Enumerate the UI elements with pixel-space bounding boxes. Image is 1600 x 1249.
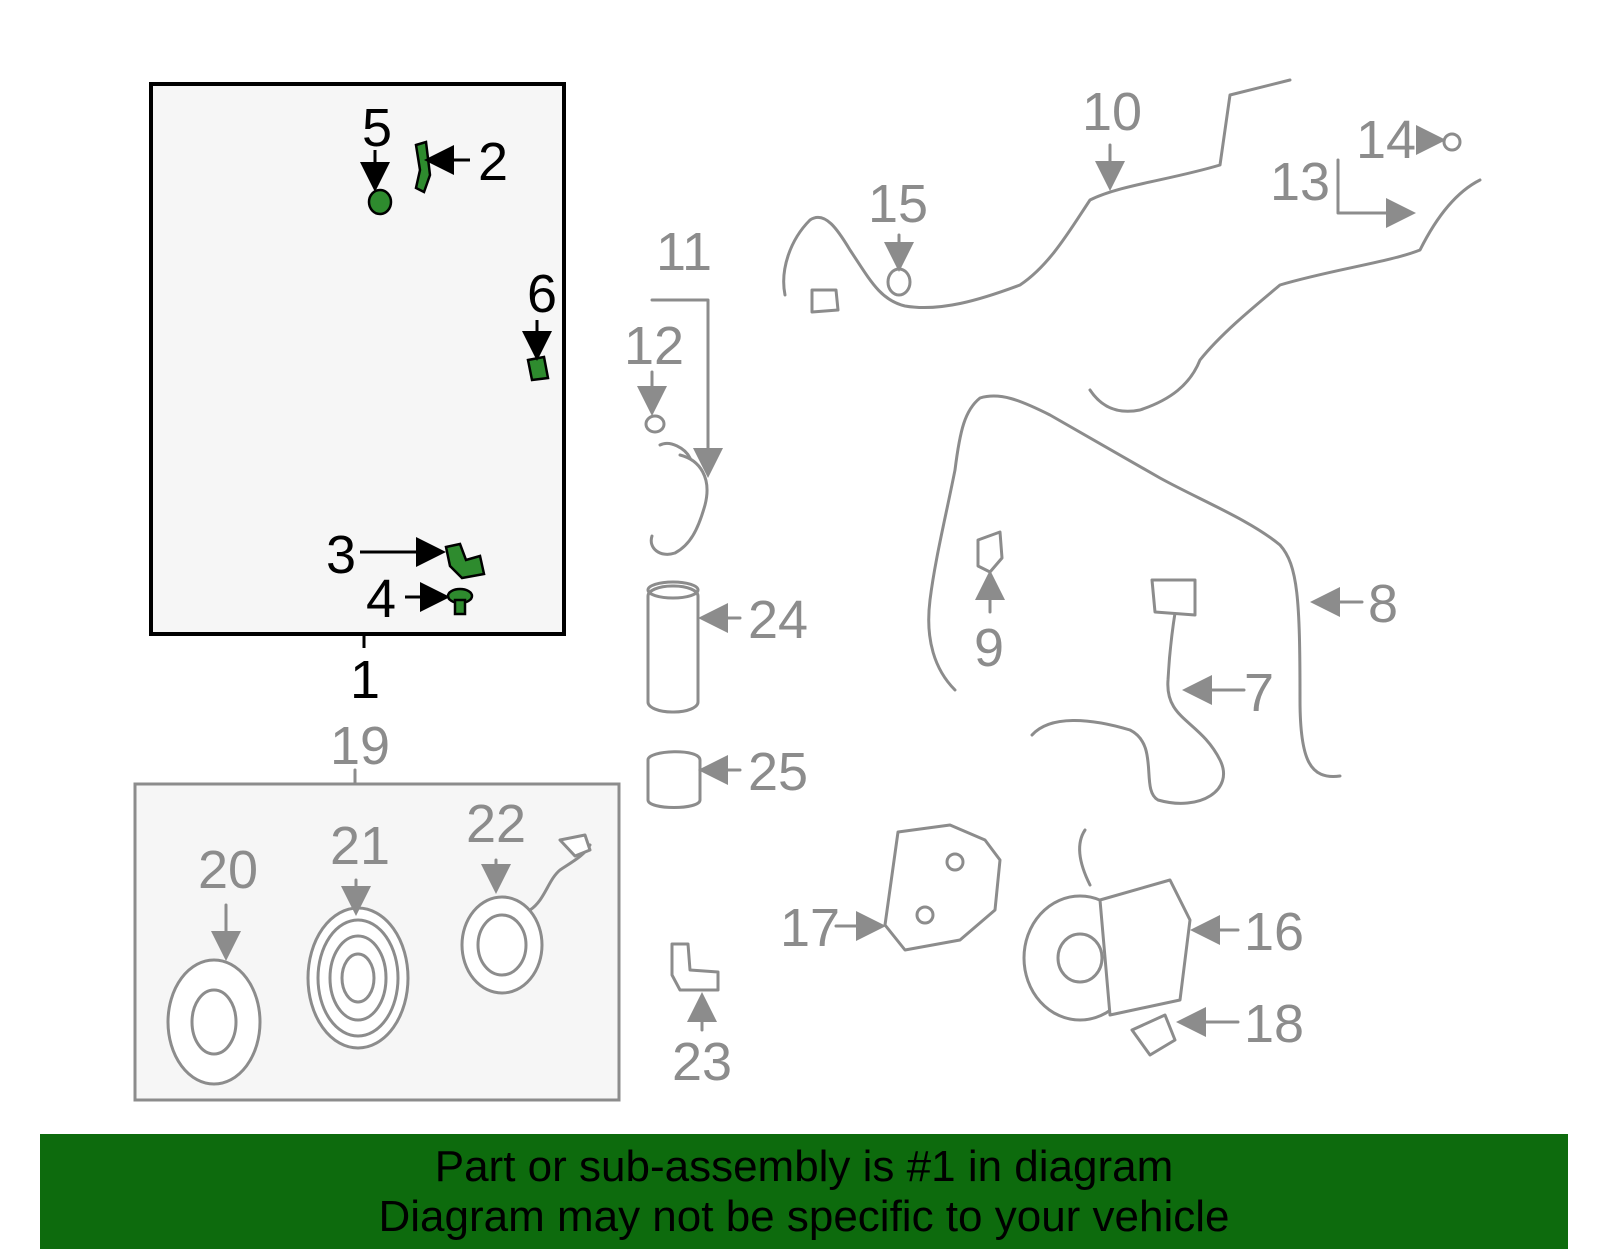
callout-13[interactable]: 13 — [1270, 152, 1330, 212]
part-11-liquid-line[interactable] — [649, 298, 723, 556]
part-2-bracket[interactable] — [414, 140, 470, 194]
callout-14[interactable]: 14 — [1356, 110, 1416, 170]
part-22-field-coil[interactable] — [460, 833, 592, 995]
banner-line-2: Diagram may not be specific to your vehi… — [378, 1192, 1230, 1241]
callout-17[interactable]: 17 — [780, 898, 840, 958]
condenser-assembly[interactable] — [149, 82, 566, 648]
callout-4[interactable]: 4 — [366, 569, 396, 629]
part-21-pulley[interactable] — [306, 878, 410, 1050]
callout-22[interactable]: 22 — [466, 794, 526, 854]
callout-16[interactable]: 16 — [1244, 902, 1304, 962]
part-24-receiver-drier[interactable] — [646, 580, 742, 714]
callout-8[interactable]: 8 — [1368, 574, 1398, 634]
callout-3[interactable]: 3 — [326, 525, 356, 585]
callout-9[interactable]: 9 — [974, 618, 1004, 678]
callout-5[interactable]: 5 — [362, 98, 392, 158]
callout-25[interactable]: 25 — [748, 742, 808, 802]
part-3-mount[interactable] — [360, 537, 486, 580]
notice-banner: Part or sub-assembly is #1 in diagram Di… — [40, 1134, 1568, 1249]
part-20-hub[interactable] — [166, 903, 262, 1086]
part-17-compressor-bracket[interactable] — [834, 823, 1002, 952]
callout-6[interactable]: 6 — [527, 264, 557, 324]
callout-2[interactable]: 2 — [478, 132, 508, 192]
callout-19[interactable]: 19 — [330, 716, 390, 776]
part-16-compressor[interactable] — [1022, 828, 1240, 1022]
callout-24[interactable]: 24 — [748, 590, 808, 650]
part-15-switch[interactable] — [884, 233, 914, 297]
part-8-hose[interactable] — [927, 394, 1364, 778]
part-25-bracket[interactable] — [646, 750, 742, 809]
callout-7[interactable]: 7 — [1244, 663, 1274, 723]
part-12-o-ring[interactable] — [637, 370, 667, 434]
part-14-o-ring[interactable] — [1416, 125, 1462, 155]
callout-11[interactable]: 11 — [656, 222, 712, 282]
part-6-clip[interactable] — [522, 320, 552, 382]
part-23-clip[interactable] — [670, 942, 720, 1032]
banner-line-1: Part or sub-assembly is #1 in diagram — [434, 1142, 1174, 1191]
callout-1[interactable]: 1 — [350, 650, 380, 710]
callout-15[interactable]: 15 — [868, 174, 928, 234]
part-7-hose[interactable] — [1030, 578, 1246, 805]
part-13-suction-hose[interactable] — [1088, 158, 1482, 413]
callout-21[interactable]: 21 — [330, 816, 390, 876]
callout-12[interactable]: 12 — [624, 316, 684, 376]
part-10-discharge-line[interactable] — [782, 78, 1292, 314]
part-18-bracket[interactable] — [1130, 1007, 1240, 1057]
part-5-grommet[interactable] — [360, 150, 393, 216]
callout-23[interactable]: 23 — [672, 1032, 732, 1092]
part-4-bolt[interactable] — [405, 582, 474, 616]
part-9-bracket[interactable] — [975, 530, 1005, 614]
callout-20[interactable]: 20 — [198, 840, 258, 900]
callout-10[interactable]: 10 — [1082, 82, 1142, 142]
callout-18[interactable]: 18 — [1244, 994, 1304, 1054]
